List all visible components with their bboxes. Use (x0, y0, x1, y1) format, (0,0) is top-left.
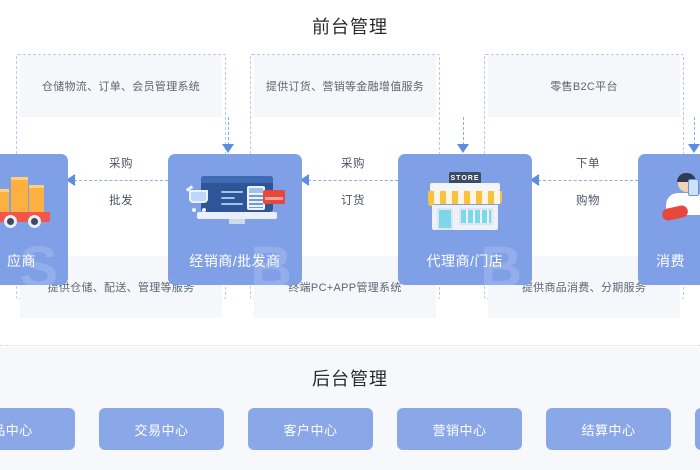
front-management-panel: 仓储物流、订单、会员管理系统 提供订货、营销等金融增值服务 零售B2C平台 提供… (0, 40, 700, 335)
back-module-pill[interactable]: 品中心 (0, 408, 75, 450)
back-module-list: 品中心交易中心客户中心营销中心结算中心智能分析促销中心 (0, 408, 700, 450)
info-box-top-2: 提供订货、营销等金融增值服务 (254, 55, 436, 117)
flow-label-place-order: 下单 (576, 158, 600, 170)
arrow-down-1 (222, 144, 234, 153)
node-label-supplier: 应商 (7, 253, 36, 269)
info-box-top-3: 零售B2C平台 (488, 55, 680, 117)
back-module-pill[interactable]: 智能分析 (695, 408, 700, 450)
flow-label-purchase-2: 采购 (341, 158, 365, 170)
front-section-title: 前台管理 (312, 17, 388, 37)
flow-line-3 (538, 180, 638, 182)
flow-label-order: 订货 (341, 195, 365, 207)
arrow-down-2 (457, 144, 469, 153)
flow-arrow-left-1 (66, 174, 75, 186)
flow-arrow-left-2 (300, 174, 309, 186)
connector-down-line-3 (694, 117, 696, 145)
connector-down-line-2 (463, 117, 465, 145)
node-card-supplier[interactable]: S 应商 (0, 154, 68, 285)
flow-label-wholesale: 批发 (109, 195, 133, 207)
info-box-top-1: 仓储物流、订单、会员管理系统 (20, 55, 222, 117)
node-card-dealer[interactable]: B 经销商/批发商 (168, 154, 302, 285)
flow-line-2 (308, 180, 398, 182)
node-card-agent-store[interactable]: B STORE 代理商/门店 (398, 154, 532, 285)
flow-line-1 (74, 180, 168, 182)
section-divider (0, 345, 700, 346)
flow-label-shopping: 购物 (576, 195, 600, 207)
node-card-consumer[interactable]: 消费 (638, 154, 700, 285)
arrow-down-3 (688, 144, 700, 153)
node-label-consumer: 消费 (656, 253, 685, 269)
back-module-pill[interactable]: 结算中心 (546, 408, 671, 450)
back-section-title: 后台管理 (312, 369, 388, 389)
storefront-icon: STORE (398, 170, 532, 232)
back-module-pill[interactable]: 营销中心 (397, 408, 522, 450)
consumer-person-icon (638, 170, 700, 232)
back-module-pill[interactable]: 交易中心 (99, 408, 224, 450)
node-label-dealer: 经销商/批发商 (189, 253, 281, 269)
store-sign-text: STORE (449, 172, 481, 184)
connector-down-line-1 (228, 117, 230, 145)
flow-arrow-left-3 (530, 174, 539, 186)
node-label-agent-store: 代理商/门店 (426, 253, 504, 269)
monitor-cart-icon (168, 170, 302, 232)
back-module-pill[interactable]: 客户中心 (248, 408, 373, 450)
truck-boxes-icon (0, 170, 68, 232)
flow-label-purchase-1: 采购 (109, 158, 133, 170)
